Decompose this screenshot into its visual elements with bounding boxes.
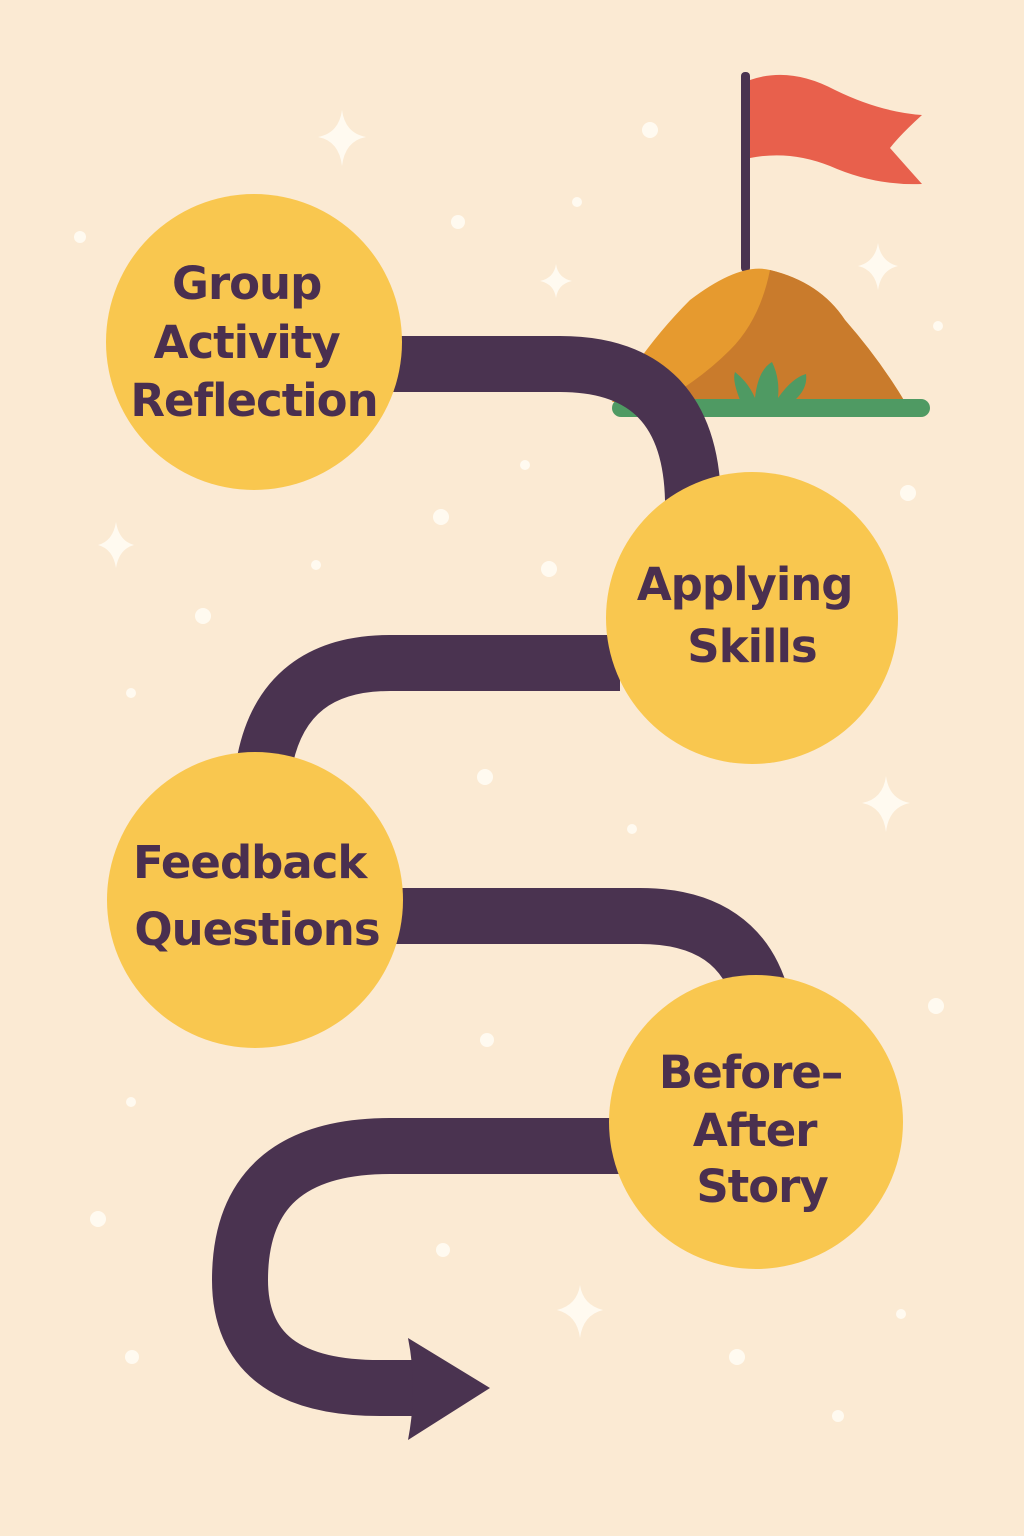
dot xyxy=(74,231,86,243)
step-label: Before– After Story xyxy=(659,1046,857,1213)
step-label: Applying Skills xyxy=(637,558,867,673)
step-node-1[interactable]: Group Activity Reflection xyxy=(106,194,402,490)
dot xyxy=(90,1211,106,1227)
step-circle xyxy=(606,472,898,764)
dot xyxy=(477,769,493,785)
dot xyxy=(126,688,136,698)
path-segment-2 xyxy=(237,635,620,767)
dot xyxy=(433,509,449,525)
path-segment-1 xyxy=(390,336,721,502)
sparkle-icon xyxy=(318,110,366,166)
sparkle-icon xyxy=(862,776,910,832)
dot xyxy=(896,1309,906,1319)
background-decorations xyxy=(74,122,944,1422)
step-label: Feedback Questions xyxy=(133,836,381,956)
dot xyxy=(195,608,211,624)
sparkles xyxy=(98,110,910,1338)
dot xyxy=(642,122,658,138)
dot xyxy=(451,215,465,229)
step-circle xyxy=(609,975,903,1269)
dot xyxy=(311,560,321,570)
step-node-4[interactable]: Before– After Story xyxy=(609,975,903,1269)
step-node-2[interactable]: Applying Skills xyxy=(606,472,898,764)
step-node-3[interactable]: Feedback Questions xyxy=(107,752,403,1048)
grass-tuft xyxy=(734,362,807,400)
dot xyxy=(572,197,582,207)
step-circle xyxy=(107,752,403,1048)
path-segment-4 xyxy=(211,1118,620,1416)
dot xyxy=(436,1243,450,1257)
dot xyxy=(928,998,944,1014)
dot xyxy=(900,485,916,501)
step-circle xyxy=(106,194,402,490)
journey-path xyxy=(211,336,790,1416)
hill-shadow xyxy=(660,270,905,402)
dot xyxy=(126,1097,136,1107)
step-label: Group Activity Reflection xyxy=(130,257,377,427)
dot xyxy=(627,824,637,834)
dot xyxy=(729,1349,745,1365)
sparkle-icon xyxy=(540,264,572,298)
dot xyxy=(480,1033,494,1047)
flag-pole xyxy=(741,72,750,272)
dot xyxy=(933,321,943,331)
dot xyxy=(520,460,530,470)
sparkle-icon xyxy=(98,522,134,568)
dot xyxy=(125,1350,139,1364)
dot xyxy=(541,561,557,577)
flag-icon xyxy=(750,74,922,185)
arrow-head-icon[interactable] xyxy=(408,1338,490,1440)
sparkle-icon xyxy=(557,1285,603,1338)
dot xyxy=(832,1410,844,1422)
sparkle-icon xyxy=(858,243,898,290)
